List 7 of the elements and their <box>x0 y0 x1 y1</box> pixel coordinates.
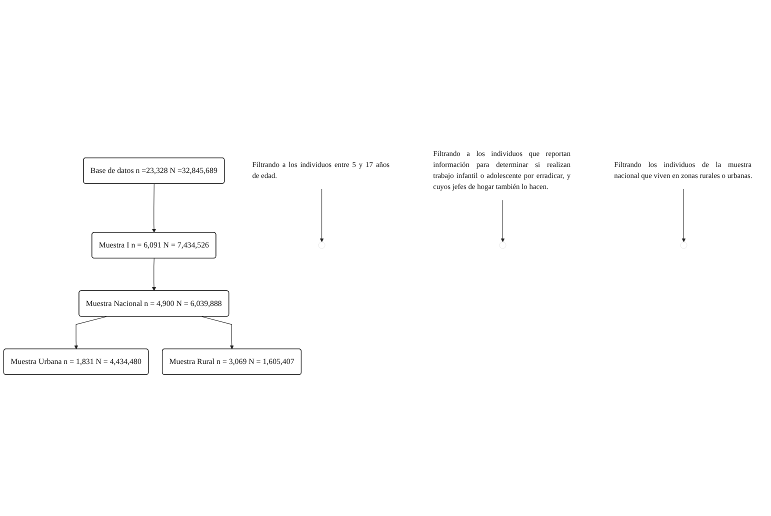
arrow <box>500 200 505 242</box>
arrow <box>320 188 324 242</box>
arrow <box>152 183 156 233</box>
arrow <box>682 188 686 242</box>
arrow <box>202 316 234 350</box>
arrow <box>152 258 156 292</box>
arrow <box>74 316 107 350</box>
